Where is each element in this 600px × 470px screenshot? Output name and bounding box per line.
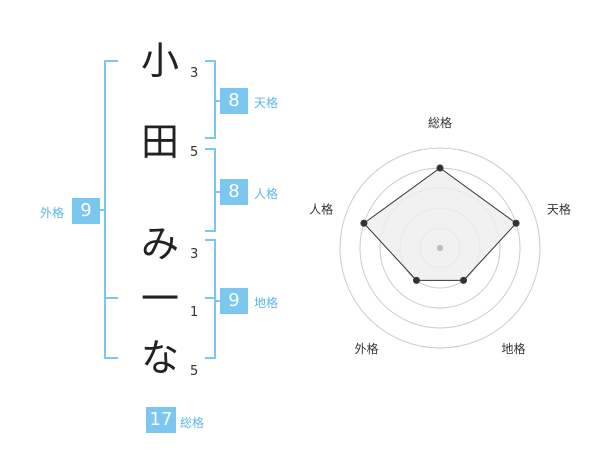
jinkaku-label: 人格: [254, 187, 279, 201]
stroke-count-5: 5: [190, 364, 199, 379]
jinkaku-value: 8: [220, 179, 248, 205]
gaikaku-value: 9: [72, 198, 100, 224]
radar-axis-label-5: 人格: [309, 201, 333, 216]
gaikaku-label: 外格: [40, 206, 65, 220]
radar-point-2: [512, 219, 520, 227]
stroke-count-3: 3: [190, 247, 199, 262]
soukaku-label: 総格: [180, 416, 205, 430]
tenkaku-value: 8: [220, 88, 248, 114]
radar-point-3: [460, 276, 468, 284]
radar-axis-label-2: 天格: [547, 201, 571, 216]
jinkaku-bracket: [205, 148, 216, 232]
name-char-5: な: [140, 336, 179, 380]
name-char-3: み: [140, 222, 179, 266]
name-char-1: 小: [140, 39, 179, 83]
radar-axis-label-4: 外格: [355, 341, 379, 356]
stroke-count-1: 3: [190, 66, 199, 81]
name-char-4: 一: [140, 277, 179, 321]
tenkaku-label: 天格: [254, 96, 279, 110]
radar-ring-5: [339, 147, 541, 349]
chikaku-value: 9: [220, 288, 248, 314]
stroke-count-4: 1: [190, 305, 199, 320]
radar-center-dot: [437, 245, 443, 251]
radar-axis-label-3: 地格: [501, 341, 525, 356]
radar-point-5: [360, 219, 368, 227]
radar-point-1: [436, 164, 444, 172]
tenkaku-bracket: [205, 60, 216, 139]
soukaku-value: 17: [146, 407, 176, 433]
radar-axis-label-1: 総格: [428, 115, 452, 130]
name-char-2: 田: [140, 120, 179, 164]
radar-point-4: [412, 276, 420, 284]
stroke-count-2: 5: [190, 145, 199, 160]
radar-polygon: [363, 167, 517, 281]
chikaku-label: 地格: [254, 296, 279, 310]
